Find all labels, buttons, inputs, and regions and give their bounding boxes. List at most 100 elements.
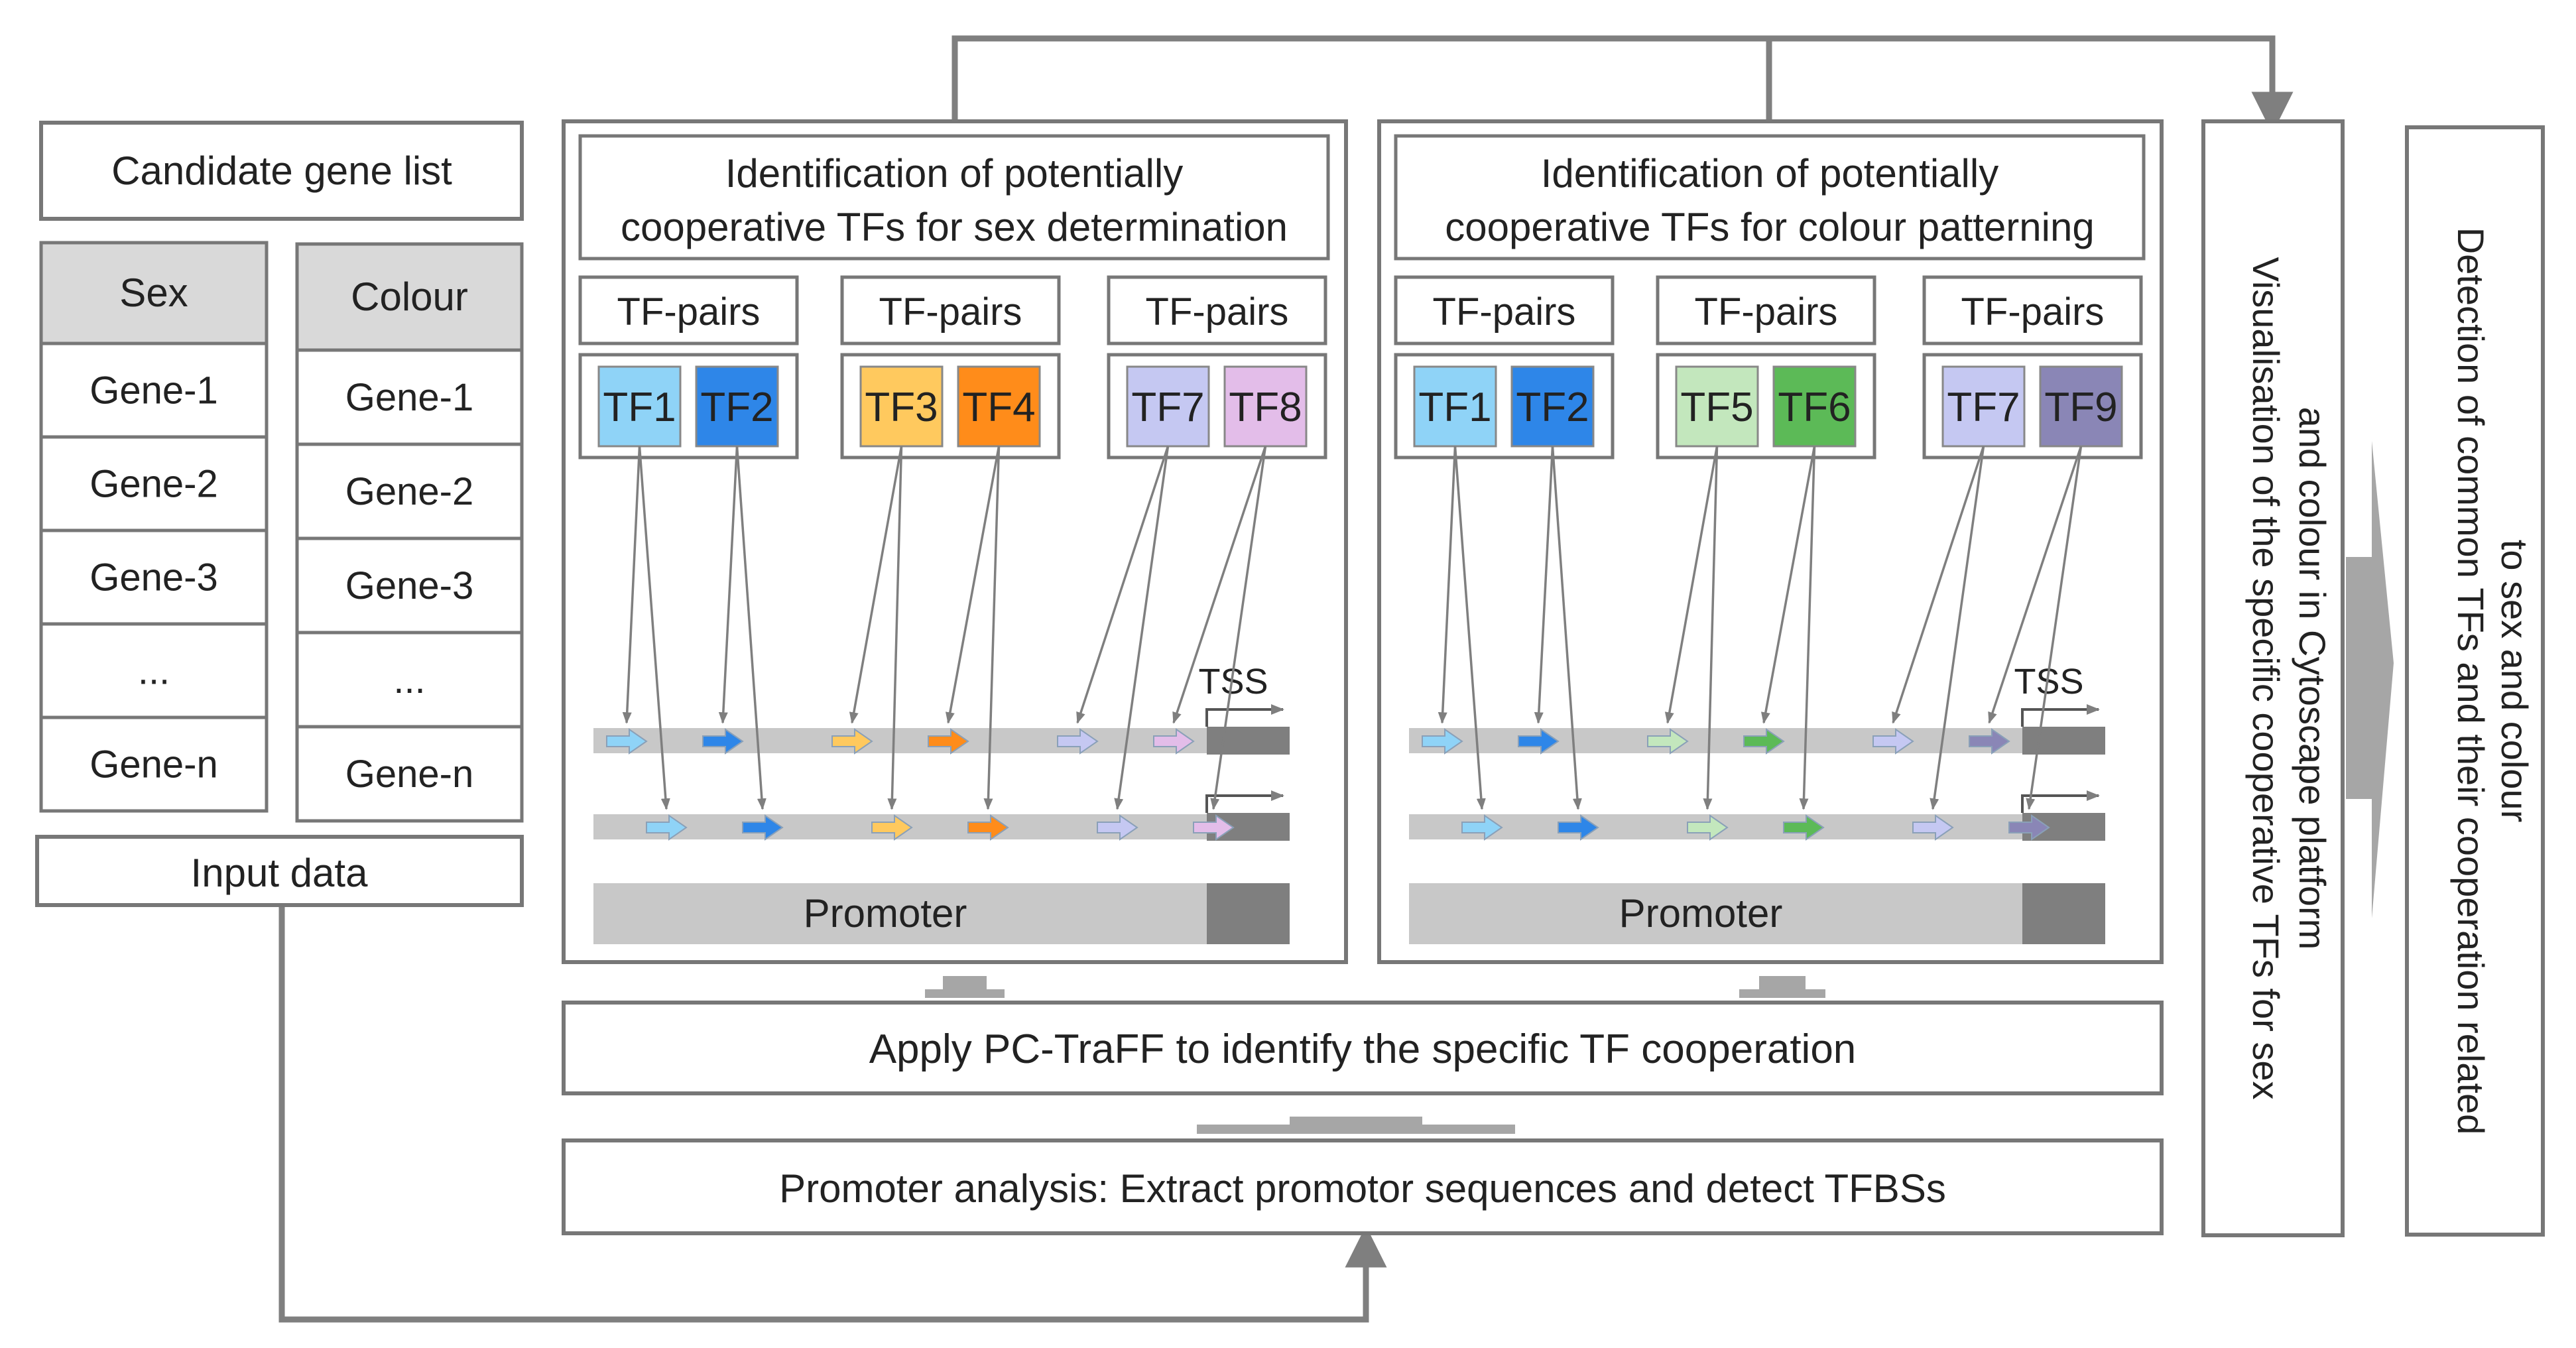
tf-box: [1223, 365, 1308, 448]
binding-site-icon: [1912, 814, 1954, 841]
tf-binding-link: [1172, 446, 1267, 724]
input-data-label: Input data: [191, 851, 369, 895]
colour-gene-row: [295, 631, 524, 729]
tf-binding-link: [849, 446, 903, 724]
binding-site-icon: [742, 814, 784, 841]
binding-site-icon: [1193, 814, 1235, 841]
tf-box: [695, 365, 779, 448]
tf-label: TF7: [1131, 385, 1204, 430]
tf-label: TF1: [1418, 385, 1491, 430]
binding-site-icon: [1097, 814, 1138, 841]
tf-pairs-label: TF-pairs: [879, 290, 1022, 334]
binding-site-icon: [1969, 728, 2010, 755]
colour-gene-row: [295, 442, 524, 540]
tf-label: TF3: [865, 385, 938, 430]
colour-gene-label: ...: [393, 658, 425, 702]
tf-pairs-label: TF-pairs: [1146, 290, 1289, 334]
tf-binding-link: [2026, 446, 2083, 810]
tf-label: TF9: [2044, 385, 2117, 430]
pctraff-step-box: [562, 1001, 2164, 1095]
tf-label: TF2: [1516, 385, 1589, 430]
tf-box: [1413, 365, 1497, 448]
colour-gene-row: [295, 348, 524, 446]
tf-pairs-label: TF-pairs: [1433, 290, 1576, 334]
tf-binding-link: [1534, 446, 1554, 724]
tf-binding-link: [945, 446, 1001, 724]
tss-arrow: [2021, 790, 2100, 813]
binding-site-icon: [1783, 814, 1825, 841]
tf-label: TF5: [1680, 385, 1753, 430]
promoter-analysis-label: Promoter analysis: Extract promotor sequ…: [779, 1166, 1946, 1211]
binding-site-icon: [1687, 814, 1729, 841]
tf-pairs-label-box: [1107, 275, 1327, 345]
sex-gene-row: [39, 341, 269, 439]
promoter-bar: [1409, 883, 2105, 944]
tf-binding-link: [735, 446, 767, 810]
tss-arrow: [1205, 790, 1284, 813]
tf-binding-link: [1988, 446, 2083, 724]
sex-panel-title-line-1: Identification of potentially: [725, 151, 1183, 196]
tf-binding-link: [1664, 446, 1719, 724]
tf-binding-link: [1892, 446, 1985, 724]
sex-gene-label: Gene-3: [90, 556, 217, 599]
binding-site-icon: [606, 728, 648, 755]
tf-label: TF8: [1229, 385, 1302, 430]
binding-site-icon: [1153, 728, 1195, 755]
promoter-tss-block: [2022, 883, 2105, 944]
promoter-strand: [593, 814, 1290, 839]
colour-gene-label: Gene-3: [345, 564, 473, 607]
sex-list-header: [39, 241, 269, 345]
binding-site-icon: [1558, 814, 1599, 841]
tf-pairs-label-box: [1394, 275, 1615, 345]
tf-pairs-label-box: [1656, 275, 1876, 345]
right-arrow-visualisation-to-detection: [2346, 441, 2394, 918]
tf-binding-link: [1551, 446, 1582, 810]
tf-binding-link: [1210, 446, 1267, 810]
sex-list-header-label: Sex: [119, 271, 188, 315]
visualisation-line-2: and colour in Cytoscape platform: [2292, 407, 2333, 950]
tf-label: TF4: [962, 385, 1035, 430]
promoter-label: Promoter: [804, 891, 967, 936]
tf-pairs-label-box: [578, 275, 799, 345]
binding-site-icon: [871, 814, 913, 841]
tf-pairs-label-box: [840, 275, 1061, 345]
colour-list-header-label: Colour: [351, 275, 468, 319]
tss-arrow: [2021, 704, 2100, 727]
tf-binding-link: [983, 446, 1001, 810]
binding-site-icon: [702, 728, 744, 755]
promoter-tss-block: [1207, 883, 1290, 944]
tf-binding-link: [1760, 446, 1816, 724]
tf-binding-link: [638, 446, 670, 810]
promoter-analysis-box: [562, 1138, 2164, 1235]
tf-binding-link: [1799, 446, 1816, 810]
binding-site-icon: [1743, 728, 1785, 755]
tf-box: [1510, 365, 1595, 448]
feedback-line-colour: [1766, 35, 2294, 134]
tf-binding-link: [887, 446, 903, 810]
feedback-line-sex: [951, 35, 1769, 121]
tf-label: TF6: [1778, 385, 1851, 430]
tf-binding-link: [718, 446, 739, 724]
tf-box: [597, 365, 682, 448]
up-arrow-promoter-to-pctraff: [1197, 1117, 1515, 1134]
sex-gene-label: ...: [138, 650, 170, 693]
tf-binding-link: [1438, 446, 1457, 724]
detection-line-1: Detection of common TFs and their cooper…: [2450, 227, 2492, 1135]
binding-site-icon: [831, 728, 873, 755]
tss-block: [2022, 727, 2105, 755]
sex-determination-panel: Identification of potentially cooperativ…: [562, 119, 1348, 964]
sex-panel-title-box: [578, 134, 1330, 261]
binding-site-icon: [1422, 728, 1463, 755]
tf-binding-link: [1703, 446, 1719, 810]
tf-binding-link: [1930, 446, 1985, 810]
tss-arrow: [1205, 704, 1284, 727]
candidate-gene-list-box: [39, 121, 524, 221]
promoter-label: Promoter: [1619, 891, 1783, 936]
binding-site-icon: [1461, 814, 1503, 841]
tf-label: TF2: [700, 385, 773, 430]
tf-label: TF1: [603, 385, 676, 430]
binding-site-icon: [967, 814, 1009, 841]
